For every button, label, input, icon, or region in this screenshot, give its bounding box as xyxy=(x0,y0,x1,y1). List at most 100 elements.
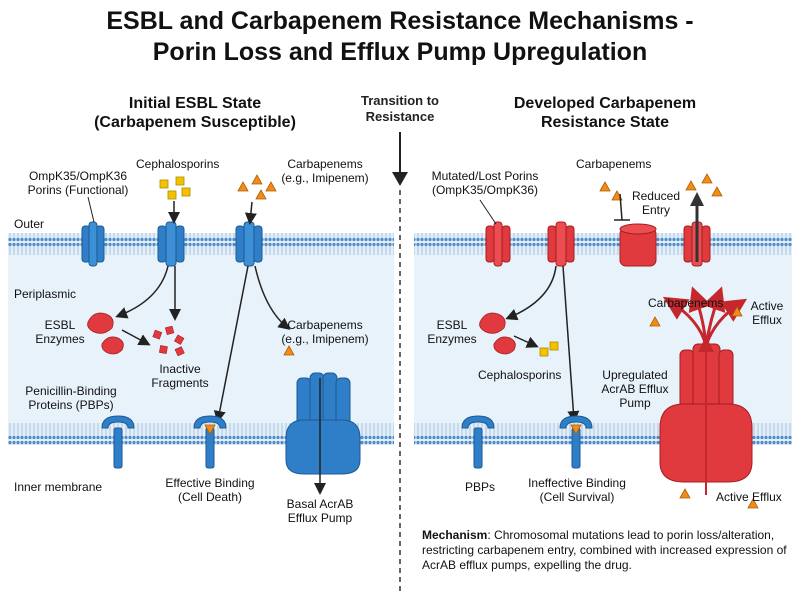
basal-efflux-label: Basal AcrAB Efflux Pump xyxy=(270,497,370,525)
inactive-fragments-label: Inactive Fragments xyxy=(140,362,220,390)
transition-line-2: Resistance xyxy=(365,109,435,124)
right-exit-arrow xyxy=(690,192,704,262)
left-porin-pointer xyxy=(87,196,95,223)
inactive-line-2: Fragments xyxy=(151,376,209,390)
right-porin-to-esbl-arrow xyxy=(505,265,557,321)
right-periplasm-carbapenems-label: Carbapenems xyxy=(648,296,724,310)
left-esbl-enzymes xyxy=(87,312,124,355)
left-porins-line-1: OmpK35/OmpK36 xyxy=(28,169,128,183)
left-peri-carbapenems-line-1: Carbapenems xyxy=(287,318,363,332)
transition-label: Transition to Resistance xyxy=(345,93,455,125)
right-carbapenem-molecules xyxy=(599,173,723,201)
left-heading: Initial ESBL State (Carbapenem Susceptib… xyxy=(70,94,320,132)
left-porin-1 xyxy=(81,221,105,267)
left-carbapenems-label: Carbapenems (e.g., Imipenem) xyxy=(270,157,380,185)
reduced-entry-blocker xyxy=(614,193,630,221)
left-carbapenem-to-pbp-arrow xyxy=(213,265,249,423)
left-esbl-line-2: Enzymes xyxy=(35,332,85,346)
right-porins-line-2: (OmpK35/OmpK36) xyxy=(431,183,539,197)
right-heading: Developed Carbapenem Resistance State xyxy=(480,94,730,132)
right-esbl-label: ESBL Enzymes xyxy=(422,318,482,346)
mechanism-note: Mechanism: Chromosomal mutations lead to… xyxy=(422,528,794,573)
left-porin-2 xyxy=(157,221,185,267)
right-pbps-label: PBPs xyxy=(465,480,496,494)
left-porin-3 xyxy=(235,221,263,267)
right-cephalosporin-molecules xyxy=(539,341,559,357)
left-inactive-fragments xyxy=(152,325,185,357)
active-line-2: Efflux xyxy=(752,313,782,327)
basal-efflux-line-1: Basal AcrAB xyxy=(286,497,354,511)
right-esbl-line-1: ESBL xyxy=(436,318,468,332)
title-line-2: Porin Loss and Efflux Pump Upregulation xyxy=(152,38,648,66)
left-carbapenem-peri-arrow xyxy=(254,265,291,330)
right-esbl-line-2: Enzymes xyxy=(427,332,477,346)
right-outer-membrane xyxy=(414,233,792,255)
right-binding-line-2: (Cell Survival) xyxy=(539,490,615,504)
right-heading-line-1: Developed Carbapenem xyxy=(513,95,697,112)
reduced-line-1: Reduced xyxy=(631,189,681,203)
left-pbps-line-1: Penicillin-Binding xyxy=(25,384,117,398)
upreg-line-3: Pump xyxy=(619,396,651,410)
left-esbl-to-fragments-arrow xyxy=(121,329,151,346)
left-carbapenems-line-1: Carbapenems xyxy=(287,157,363,171)
left-outer-membrane xyxy=(8,233,394,255)
right-porins-label: Mutated/Lost Porins (OmpK35/OmpK36) xyxy=(420,169,550,197)
left-pbp-1 xyxy=(101,415,135,469)
reduced-entry-label: Reduced Entry xyxy=(624,189,688,217)
left-heading-line-2: (Carbapenem Susceptible) xyxy=(94,114,296,131)
transition-arrow xyxy=(392,132,408,186)
left-periplasm-carbapenems-label: Carbapenems (e.g., Imipenem) xyxy=(270,318,380,346)
left-cephalosporins-label: Cephalosporins xyxy=(136,157,220,171)
right-pbp-2 xyxy=(559,415,593,469)
upreg-line-1: Upregulated xyxy=(602,368,668,382)
basal-efflux-line-2: Efflux Pump xyxy=(287,511,353,525)
left-esbl-line-1: ESBL xyxy=(44,318,76,332)
right-closed-porin xyxy=(619,223,657,267)
right-porin-1 xyxy=(485,221,511,267)
left-binding-line-1: Effective Binding xyxy=(165,476,255,490)
left-heading-line-1: Initial ESBL State xyxy=(128,95,262,112)
inactive-line-1: Inactive xyxy=(159,362,201,376)
active-efflux-label-bottom: Active Efflux xyxy=(716,490,782,504)
right-carbapenem-to-pbp-arrow xyxy=(562,265,580,423)
right-efflux-carbapenems xyxy=(649,306,759,509)
title-line-1: ESBL and Carbapenem Resistance Mechanism… xyxy=(106,7,694,35)
right-binding-label: Ineffective Binding (Cell Survival) xyxy=(514,476,640,504)
left-pbps-line-2: Proteins (PBPs) xyxy=(28,398,114,412)
right-porins-line-1: Mutated/Lost Porins xyxy=(431,169,539,183)
left-ceph-to-esbl-arrow xyxy=(115,265,169,319)
reduced-line-2: Entry xyxy=(641,203,670,217)
inner-membrane-label: Inner membrane xyxy=(14,480,103,494)
left-cephalosporin-molecules xyxy=(159,176,191,200)
active-efflux-label-top: Active Efflux xyxy=(740,299,794,327)
mechanism-text: : Chromosomal mutations lead to porin lo… xyxy=(422,528,787,572)
right-pbp-1 xyxy=(461,415,495,469)
left-peri-carbapenems-line-2: (e.g., Imipenem) xyxy=(281,332,369,346)
left-esbl-label: ESBL Enzymes xyxy=(30,318,90,346)
left-pbp-2 xyxy=(193,415,227,469)
page-title: ESBL and Carbapenem Resistance Mechanism… xyxy=(0,6,800,68)
active-line-1: Active xyxy=(750,299,784,313)
left-binding-line-2: (Cell Death) xyxy=(177,490,243,504)
left-porins-label: OmpK35/OmpK36 Porins (Functional) xyxy=(18,169,138,197)
left-carbapenems-line-2: (e.g., Imipenem) xyxy=(281,171,369,185)
right-esbl-to-ceph-arrow xyxy=(513,335,539,348)
left-periplasm-carbapenem xyxy=(283,345,295,356)
transition-line-1: Transition to xyxy=(361,93,439,108)
left-carbapenem-molecules xyxy=(237,174,277,200)
right-binding-line-1: Ineffective Binding xyxy=(528,476,626,490)
outer-membrane-label: Outer xyxy=(14,217,45,231)
upreg-line-2: AcrAB Efflux xyxy=(601,382,669,396)
left-pbps-label: Penicillin-Binding Proteins (PBPs) xyxy=(8,384,134,412)
left-binding-label: Effective Binding (Cell Death) xyxy=(150,476,270,504)
left-porins-line-2: Porins (Functional) xyxy=(27,183,129,197)
right-porin-2 xyxy=(547,221,575,267)
right-carbapenems-label: Carbapenems xyxy=(576,157,652,171)
left-basal-efflux-pump xyxy=(285,372,361,475)
right-esbl-enzymes xyxy=(479,312,516,355)
periplasmic-label: Periplasmic xyxy=(14,287,77,301)
left-carbapenem-arrow xyxy=(244,201,257,225)
right-cephalosporins-label: Cephalosporins xyxy=(478,368,562,382)
right-heading-line-2: Resistance State xyxy=(540,114,670,131)
mechanism-label: Mechanism xyxy=(422,528,488,542)
